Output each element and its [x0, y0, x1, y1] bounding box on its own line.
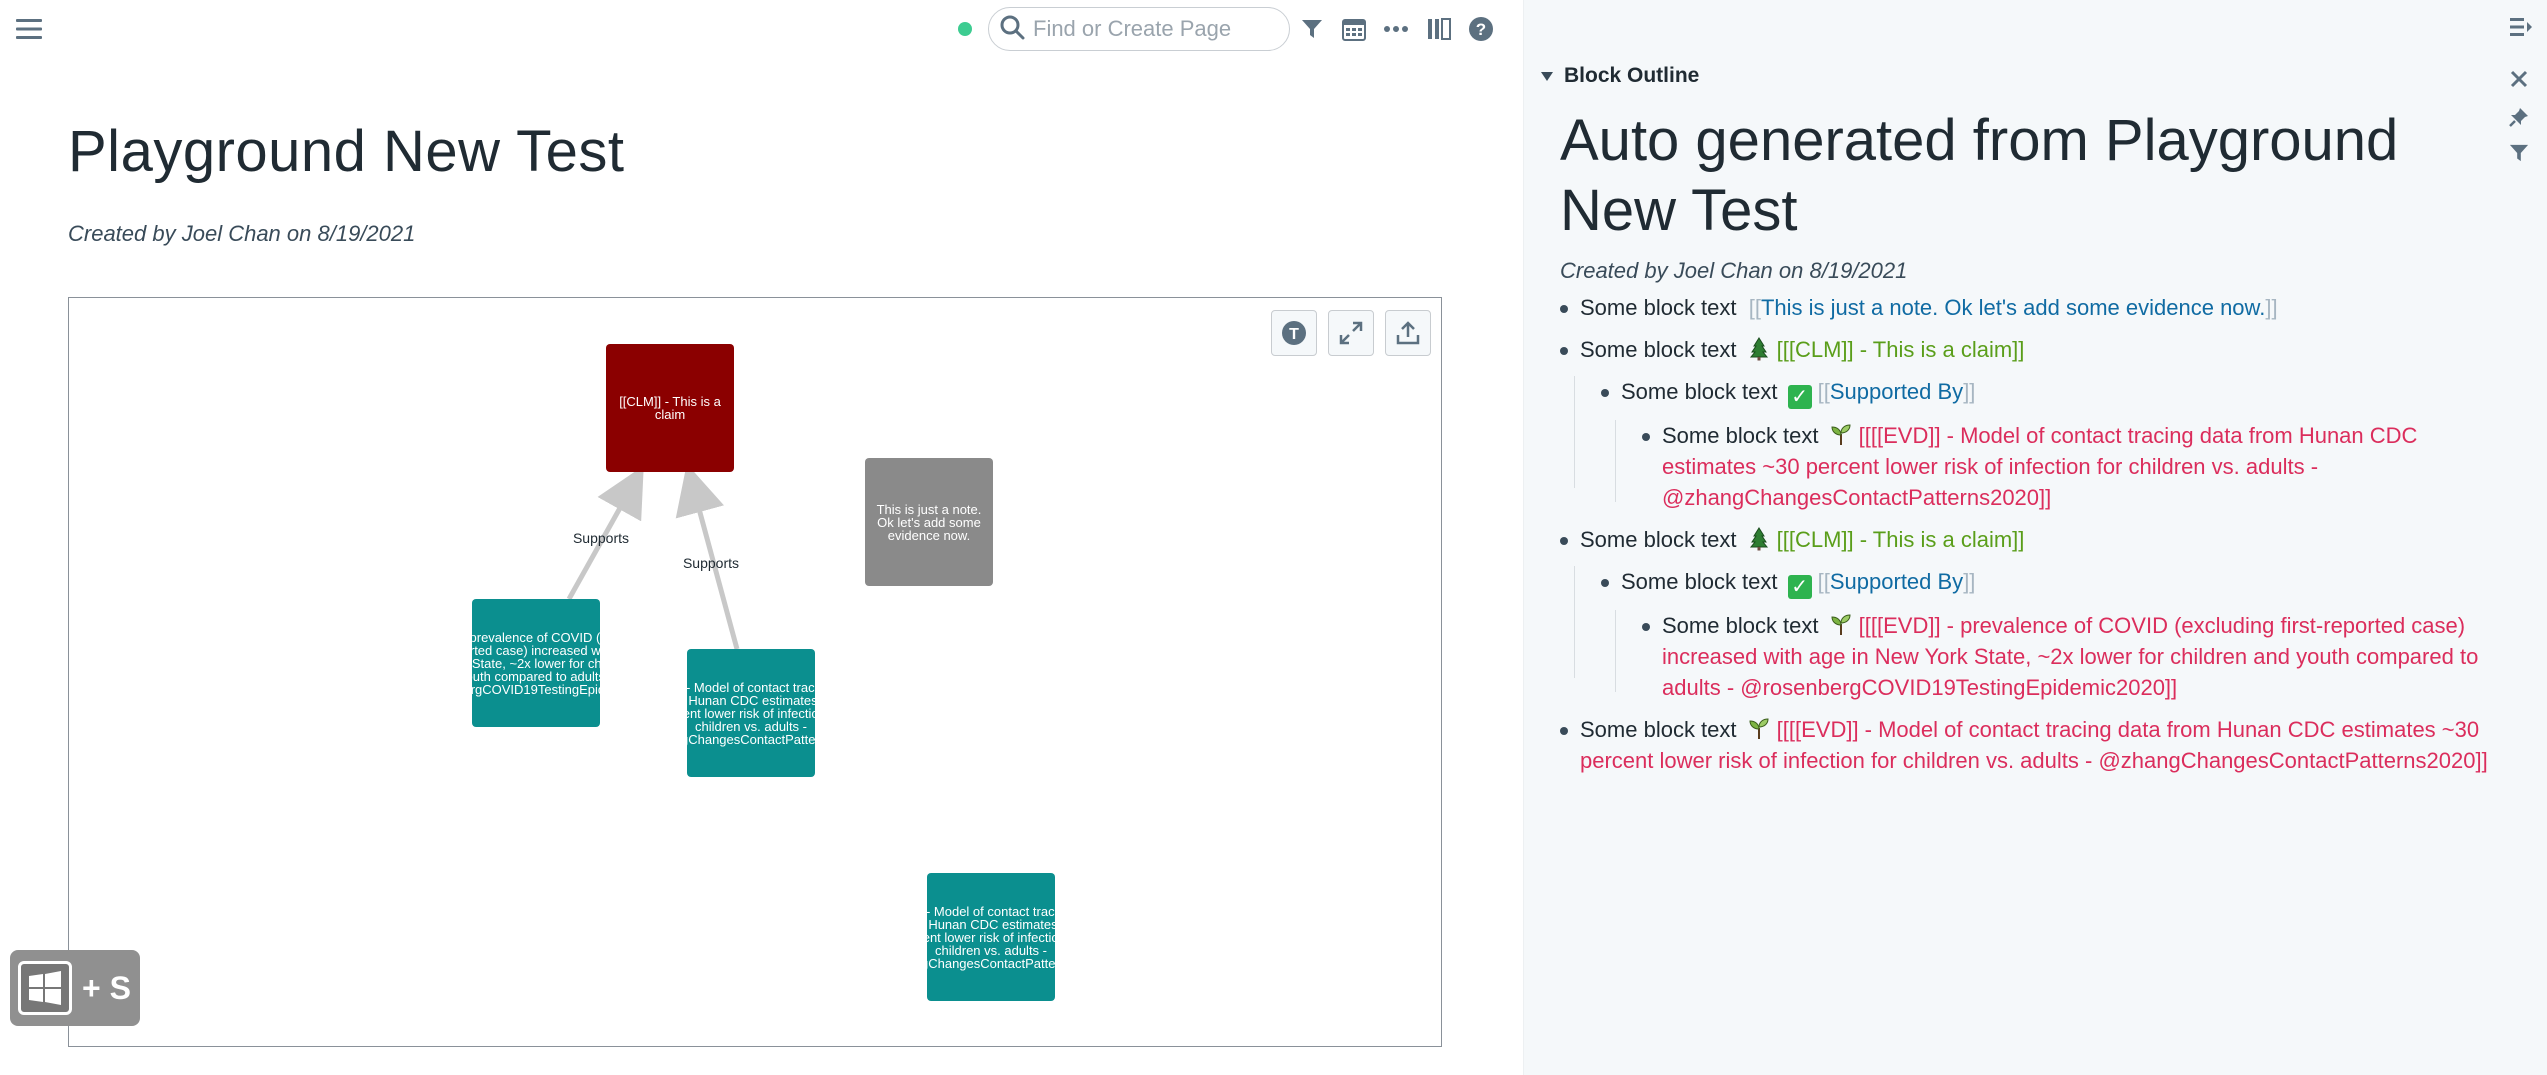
outline-header-label: Block Outline — [1564, 64, 1700, 87]
block-text: Some block text — [1580, 295, 1737, 320]
bullet-icon[interactable] — [1601, 566, 1621, 599]
page-ref-link[interactable]: [[[CLM]] - This is a claim]] — [1776, 337, 2025, 362]
calendar-icon[interactable] — [1339, 14, 1369, 44]
discourse-graph-canvas[interactable]: Supports Supports T [[CLM]] - This is a … — [68, 297, 1442, 1047]
ref-close-brackets: ]] — [2265, 295, 2278, 320]
block-item[interactable]: Some block text [[[[EVD]] - Model of con… — [1615, 420, 2500, 513]
search-input[interactable] — [1033, 16, 1273, 42]
ref-close-brackets: ]] — [1963, 569, 1976, 594]
main-panel: ? Playground New Test Created by Joel Ch… — [10, 7, 1496, 1047]
block-item[interactable]: Some block text [[[[EVD]] - Model of con… — [1560, 714, 2500, 776]
page-ref-link[interactable]: Supported By — [1829, 379, 1964, 404]
ref-open-brackets: [[ — [1817, 379, 1830, 404]
bullet-icon[interactable] — [1560, 714, 1580, 776]
graph-node-evidence[interactable]: [[EVD]] - Model of contact tracing data … — [927, 873, 1055, 1001]
edge-evd2-to-claim[interactable] — [675, 463, 740, 650]
graph-node-label: This is just a note. Ok let's add some e… — [876, 501, 982, 543]
svg-text:T: T — [1289, 326, 1299, 343]
seedling-icon — [1749, 718, 1769, 739]
text-toggle-button[interactable]: T — [1271, 310, 1317, 356]
help-icon[interactable]: ? — [1466, 14, 1496, 44]
close-icon[interactable] — [2504, 64, 2534, 94]
evergreen-tree-icon — [1749, 527, 1768, 551]
pin-icon[interactable] — [2504, 102, 2534, 132]
block-text: Some block text — [1662, 613, 1819, 638]
page-created-by: Created by Joel Chan on 8/19/2021 — [68, 221, 416, 246]
evergreen-tree-icon — [1749, 337, 1768, 361]
graph-node-label: [[EVD]] - Model of contact tracing data … — [687, 679, 815, 747]
page-ref-link[interactable]: [[[[EVD]] - Model of contact tracing dat… — [1662, 423, 2418, 510]
outline-title[interactable]: Auto generated from Playground New Test — [1560, 108, 2399, 243]
windows-logo-icon — [18, 961, 72, 1015]
block-item[interactable]: Some block text [[This is just a note. O… — [1560, 292, 2500, 323]
filter-icon[interactable] — [1297, 14, 1327, 44]
extension-badge-label: + S — [82, 969, 131, 1006]
page-ref-link[interactable]: This is just a note. Ok let's add some e… — [1760, 295, 2266, 320]
ref-open-brackets: [[ — [1817, 569, 1830, 594]
graph-node-claim[interactable]: [[CLM]] - This is a claim — [606, 344, 734, 472]
block-text: Some block text — [1621, 379, 1778, 404]
collapse-sidebar-icon[interactable] — [2506, 12, 2536, 42]
bullet-icon[interactable] — [1560, 292, 1580, 323]
sync-status-icon — [958, 22, 972, 36]
ref-open-brackets: [[ — [1748, 295, 1761, 320]
seedling-icon — [1831, 424, 1851, 445]
upload-icon — [1396, 321, 1420, 345]
more-options-icon[interactable] — [1381, 14, 1411, 44]
page-ref-link[interactable]: [[[[EVD]] - Model of contact tracing dat… — [1580, 717, 2488, 773]
expand-icon — [1339, 321, 1363, 345]
page-ref-link[interactable]: [[[CLM]] - This is a claim]] — [1776, 527, 2025, 552]
edge-label-supports-2: Supports — [683, 555, 739, 571]
graph-node-label: [[CLM]] - This is a claim — [619, 394, 721, 422]
search-icon — [999, 14, 1025, 45]
page-title[interactable]: Playground New Test — [68, 119, 625, 184]
ref-close-brackets: ]] — [1963, 379, 1976, 404]
check-mark-icon: ✓ — [1787, 575, 1812, 599]
check-mark-icon: ✓ — [1787, 385, 1812, 409]
bullet-icon[interactable] — [1560, 524, 1580, 555]
block-item[interactable]: Some block text ✓[[Supported By]] — [1574, 566, 2500, 678]
page-ref-link[interactable]: Supported By — [1829, 569, 1964, 594]
page-ref-link[interactable]: [[[[EVD]] - prevalence of COVID (excludi… — [1662, 613, 2479, 700]
bullet-icon[interactable] — [1560, 334, 1580, 365]
graph-edges: Supports Supports — [566, 463, 740, 650]
fullscreen-button[interactable] — [1328, 310, 1374, 356]
bullet-icon[interactable] — [1642, 420, 1662, 513]
filter-icon[interactable] — [2504, 138, 2534, 168]
seedling-icon — [1831, 614, 1851, 635]
graph-node-evidence[interactable]: [[EVD]] - prevalence of COVID (excluding… — [472, 599, 600, 727]
block-text: Some block text — [1580, 527, 1737, 552]
block-text: Some block text — [1580, 337, 1737, 362]
block-item[interactable]: Some block text [[[[EVD]] - prevalence o… — [1615, 610, 2500, 703]
svg-text:?: ? — [1476, 20, 1486, 39]
block-outline: Some block text [[This is just a note. O… — [1560, 292, 2500, 787]
right-sidebar: Block Outline Auto generated from Playgr… — [1523, 0, 2547, 1075]
graph-node-label: [[EVD]] - Model of contact tracing data … — [927, 903, 1055, 971]
menu-icon[interactable] — [14, 14, 44, 44]
outline-created-by: Created by Joel Chan on 8/19/2021 — [1560, 258, 1908, 283]
bullet-icon[interactable] — [1642, 610, 1662, 703]
graph-node-note[interactable]: This is just a note. Ok let's add some e… — [865, 458, 993, 586]
edge-evd1-to-claim[interactable] — [566, 465, 644, 601]
text-icon: T — [1282, 321, 1306, 345]
graph-node-evidence[interactable]: [[EVD]] - Model of contact tracing data … — [687, 649, 815, 777]
bullet-icon[interactable] — [1601, 376, 1621, 409]
block-text: Some block text — [1580, 717, 1737, 742]
block-text: Some block text — [1662, 423, 1819, 448]
caret-down-icon — [1541, 72, 1553, 81]
search-box[interactable] — [988, 7, 1290, 51]
graph-node-label: [[EVD]] - prevalence of COVID (excluding… — [472, 629, 600, 697]
edge-label-supports-1: Supports — [573, 530, 629, 546]
block-text: Some block text — [1621, 569, 1778, 594]
block-item[interactable]: Some block text [[[CLM]] - This is a cla… — [1560, 524, 2500, 555]
right-sidebar-icon[interactable] — [1424, 14, 1454, 44]
outline-header[interactable]: Block Outline — [1540, 64, 1699, 88]
block-item[interactable]: Some block text ✓[[Supported By]] — [1574, 376, 2500, 488]
block-item[interactable]: Some block text [[[CLM]] - This is a cla… — [1560, 334, 2500, 365]
extension-badge[interactable]: + S — [10, 950, 140, 1026]
export-button[interactable] — [1385, 310, 1431, 356]
